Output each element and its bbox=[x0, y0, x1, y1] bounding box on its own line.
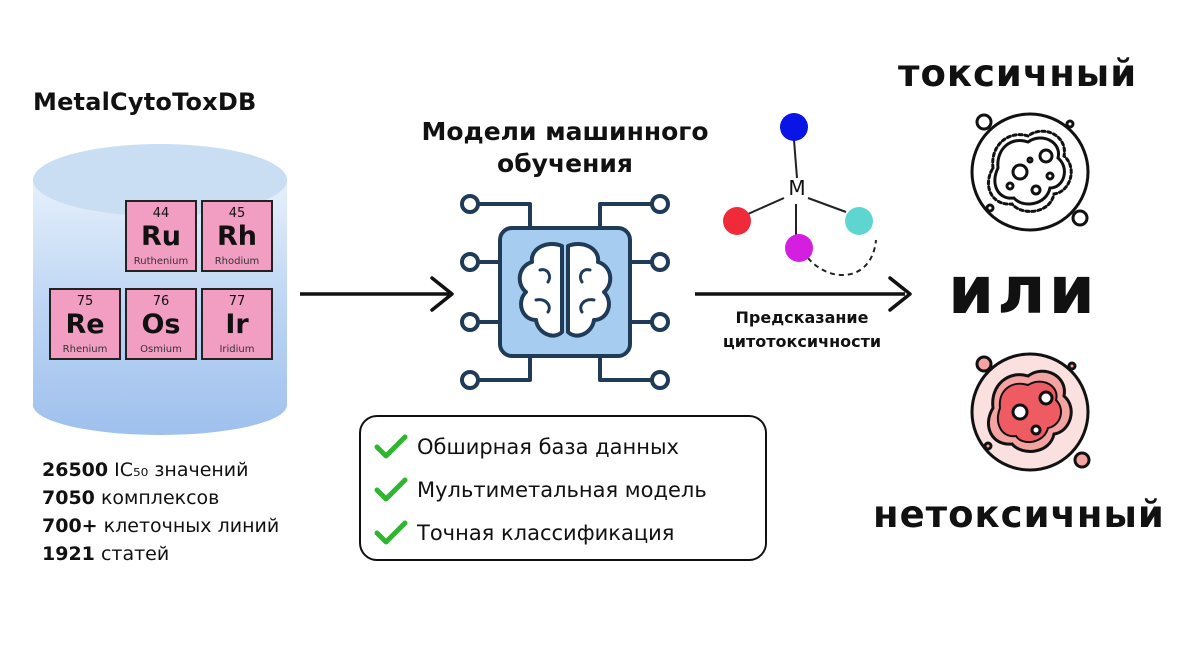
element-symbol: Re bbox=[65, 309, 105, 340]
stat-label: статей bbox=[100, 543, 170, 565]
checkmark-icon bbox=[374, 520, 408, 545]
element-symbol: Os bbox=[141, 309, 181, 340]
ligand-atom-right bbox=[845, 207, 873, 235]
feature-label: Точная классификация bbox=[417, 521, 675, 545]
toxic-cell-icon bbox=[970, 112, 1090, 232]
ml-chip-icon bbox=[460, 194, 670, 390]
molecule-atoms bbox=[723, 113, 873, 262]
result-nontoxic-label: нетоксичный bbox=[873, 493, 1165, 536]
arrow-db-to-model bbox=[300, 276, 454, 312]
ligand-atom-top bbox=[780, 113, 808, 141]
database-title: MetalCytoToxDB bbox=[33, 88, 257, 116]
stat-label: клеточных линий bbox=[103, 515, 280, 537]
element-symbol: Ir bbox=[225, 309, 249, 340]
feature-item: Мультиметальная модель bbox=[369, 470, 707, 510]
stat-label: IC₅₀ значений bbox=[114, 459, 249, 481]
element-name: Iridium bbox=[219, 344, 255, 355]
ligand-atom-bottom bbox=[785, 234, 813, 262]
feature-label: Обширная база данных bbox=[417, 435, 679, 459]
element-tile-rh: 45 Rh Rhodium bbox=[201, 200, 273, 272]
stat-value: 700+ bbox=[42, 515, 98, 537]
element-name: Osmium bbox=[140, 344, 182, 355]
database-stats: 26500 IC₅₀ значений 7050 комплексов 700+… bbox=[42, 456, 279, 568]
stat-line: 1921 статей bbox=[42, 540, 279, 568]
result-or-label: или bbox=[948, 252, 1098, 329]
metal-complex-molecule bbox=[747, 139, 877, 276]
element-symbol: Rh bbox=[216, 221, 257, 252]
stat-value: 1921 bbox=[42, 543, 95, 565]
element-symbol: Ru bbox=[140, 221, 181, 252]
nontoxic-cell-icon bbox=[970, 352, 1091, 472]
element-tile-os: 76 Os Osmium bbox=[125, 288, 197, 360]
metal-center-label: M bbox=[788, 176, 806, 200]
element-tile-ru: 44 Ru Ruthenium bbox=[125, 200, 197, 272]
feature-label: Мультиметальная модель bbox=[417, 478, 707, 502]
element-tile-ir: 77 Ir Iridium bbox=[201, 288, 273, 360]
prediction-label-line: цитотоксичности bbox=[722, 332, 882, 351]
checkmark-icon bbox=[374, 434, 408, 459]
prediction-label: Предсказание цитотоксичности bbox=[702, 306, 902, 354]
element-tile-re: 75 Re Rhenium bbox=[49, 288, 121, 360]
stat-line: 26500 IC₅₀ значений bbox=[42, 456, 279, 484]
element-number: 44 bbox=[152, 206, 170, 221]
ligand-atom-left bbox=[723, 207, 751, 235]
stat-line: 700+ клеточных линий bbox=[42, 512, 279, 540]
arrow-model-to-result bbox=[695, 276, 912, 312]
features-box: Обширная база данных Мультиметальная мод… bbox=[359, 415, 767, 561]
result-toxic-label: токсичный bbox=[898, 52, 1138, 95]
stat-label: комплексов bbox=[100, 487, 220, 509]
ml-model-title: Модели машинного обучения bbox=[421, 117, 709, 178]
feature-item: Точная классификация bbox=[369, 513, 674, 553]
stat-value: 7050 bbox=[42, 487, 95, 509]
element-number: 75 bbox=[76, 294, 94, 309]
element-number: 76 bbox=[152, 294, 170, 309]
checkmark-icon bbox=[374, 477, 408, 502]
feature-item: Обширная база данных bbox=[369, 427, 679, 467]
element-name: Ruthenium bbox=[133, 256, 189, 267]
stat-value: 26500 bbox=[42, 459, 109, 481]
stat-line: 7050 комплексов bbox=[42, 484, 279, 512]
prediction-label-line: Предсказание bbox=[735, 308, 869, 327]
element-number: 77 bbox=[228, 294, 246, 309]
element-number: 45 bbox=[228, 206, 246, 221]
element-name: Rhenium bbox=[62, 344, 108, 355]
element-name: Rhodium bbox=[214, 256, 260, 267]
